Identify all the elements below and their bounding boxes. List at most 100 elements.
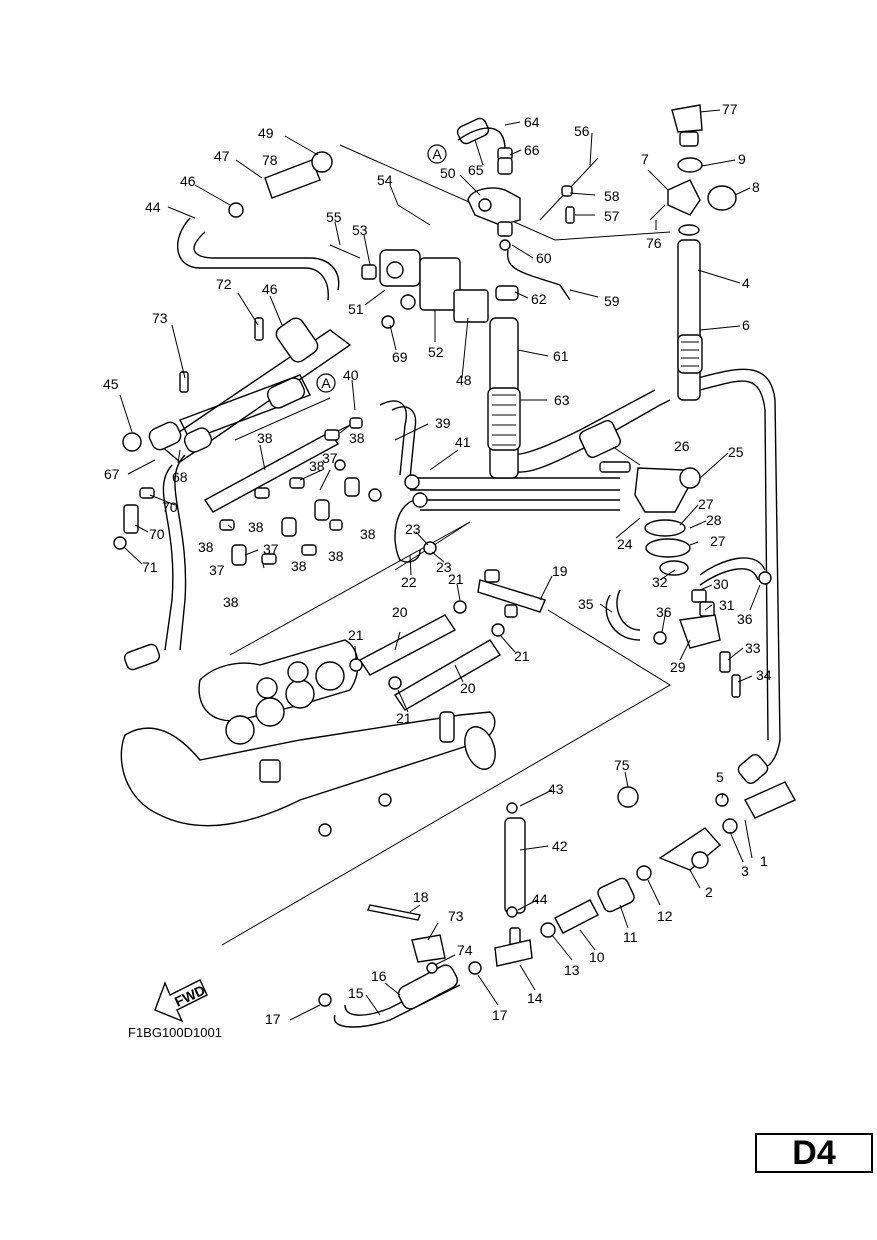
part-label: 8	[752, 179, 760, 195]
hose-48	[264, 159, 321, 199]
part-label: 43	[548, 781, 564, 797]
part-label: 70	[162, 499, 178, 515]
part-label: 37	[322, 450, 338, 466]
part-label: 27	[710, 533, 726, 549]
part-label: 20	[392, 604, 408, 620]
part-label: 37	[263, 541, 279, 557]
part-label: 46	[180, 173, 196, 189]
part-label: 10	[589, 949, 605, 965]
filler-neck-4	[677, 239, 701, 401]
part-label: 56	[574, 123, 590, 139]
figure-code: F1BG100D1001	[128, 1025, 222, 1040]
part-label: 23	[405, 521, 421, 537]
part-label: 57	[604, 208, 620, 224]
hose-10	[554, 899, 599, 934]
part-label: 42	[552, 838, 568, 854]
part-label: 50	[440, 165, 456, 181]
part-label: 46	[262, 281, 278, 297]
part-label: 39	[435, 415, 451, 431]
part-label: 55	[326, 209, 342, 225]
part-label: 12	[657, 908, 673, 924]
part-label: 13	[564, 962, 580, 978]
part-label: 73	[448, 908, 464, 924]
part-label: 5	[716, 769, 724, 785]
leader-lines	[119, 109, 761, 1021]
part-label: 73	[152, 310, 168, 326]
part-label: 3	[741, 863, 749, 879]
part-label: 66	[524, 142, 540, 158]
part-label: 62	[531, 291, 547, 307]
part-label: 76	[646, 235, 662, 251]
page-badge: D4	[755, 1133, 873, 1173]
hose-20a	[358, 614, 457, 676]
part-label: 60	[536, 250, 552, 266]
part-label: 44	[532, 891, 548, 907]
part-label: 28	[706, 512, 722, 528]
part-label: 45	[103, 376, 119, 392]
part-label: 58	[604, 188, 620, 204]
part-label: 38	[309, 458, 325, 474]
svg-text:A: A	[321, 375, 331, 391]
part-label: 47	[214, 148, 230, 164]
engine-manifold	[120, 639, 496, 837]
part-label: 41	[455, 434, 471, 450]
part-label: 24	[617, 536, 633, 552]
part-label: 21	[396, 710, 412, 726]
part-label: 38	[360, 526, 376, 542]
part-label: 72	[216, 276, 232, 292]
part-label: 44	[145, 199, 161, 215]
part-label: 37	[209, 562, 225, 578]
part-label: 67	[104, 466, 120, 482]
part-label: 20	[460, 680, 476, 696]
part-label: 17	[492, 1007, 508, 1023]
part-label: 52	[428, 344, 444, 360]
part-label: 19	[552, 563, 568, 579]
part-label: 68	[172, 469, 188, 485]
part-label: 38	[198, 539, 214, 555]
hose-20b	[394, 639, 501, 711]
part-label: 78	[262, 152, 278, 168]
part-label: 53	[352, 222, 368, 238]
part-label: 48	[456, 372, 472, 388]
part-label: 51	[348, 301, 364, 317]
part-label: 32	[652, 574, 668, 590]
part-label: 14	[527, 990, 543, 1006]
part-label: 29	[670, 659, 686, 675]
part-label: 6	[742, 317, 750, 333]
part-label: 38	[349, 430, 365, 446]
part-label: 71	[142, 559, 158, 575]
fwd-label: FWD	[172, 982, 208, 1010]
part-label: 34	[756, 667, 772, 683]
fwd-arrow-icon: FWD	[154, 979, 208, 1023]
part-label: 1	[760, 853, 768, 869]
part-label: 22	[401, 574, 417, 590]
part-label: 74	[457, 942, 473, 958]
part-label: 18	[413, 889, 429, 905]
part-label: 35	[578, 596, 594, 612]
part-label: 21	[514, 648, 530, 664]
part-label: 59	[604, 293, 620, 309]
part-label: 38	[248, 519, 264, 535]
ref-marker-top: A	[427, 144, 447, 164]
ref-marker-middle: A	[316, 373, 336, 393]
fuel-rail-39	[203, 431, 340, 513]
part-label: 38	[223, 594, 239, 610]
hose-1	[744, 781, 796, 819]
part-label: 69	[392, 349, 408, 365]
part-label: 26	[674, 438, 690, 454]
part-label: 63	[554, 392, 570, 408]
hoses	[158, 217, 781, 1028]
part-label: 33	[745, 640, 761, 656]
part-label: 15	[348, 985, 364, 1001]
part-label: 21	[348, 627, 364, 643]
part-label: 7	[641, 151, 649, 167]
part-label: 61	[553, 348, 569, 364]
part-label: 17	[265, 1011, 281, 1027]
pipe-43	[504, 817, 526, 914]
part-label: 21	[448, 571, 464, 587]
part-label: 27	[698, 496, 714, 512]
part-labels: 1 2 3 4 5 6 7 8 9 10 11 12 13 14 15 16 1…	[103, 101, 772, 1027]
part-label: 25	[728, 444, 744, 460]
part-label: 30	[713, 576, 729, 592]
